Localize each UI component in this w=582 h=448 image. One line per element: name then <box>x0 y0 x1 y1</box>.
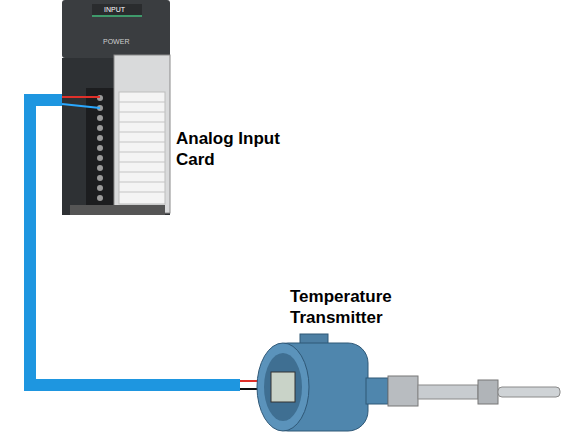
thermowell <box>498 387 560 397</box>
hex-fitting <box>388 376 418 406</box>
device-label: Temperature Transmitter <box>290 286 420 328</box>
extension-tube <box>418 385 478 399</box>
front-cover <box>257 343 309 431</box>
display-bezel <box>264 353 302 421</box>
device-node: Analog Input Card <box>62 0 312 215</box>
card-green-stripe <box>92 15 142 17</box>
card-top-housing <box>62 0 170 58</box>
device-label: Analog Input Card <box>176 128 306 170</box>
device-node: Temperature Transmitter <box>240 280 560 440</box>
module-label: INPUT <box>104 6 125 14</box>
red-wire <box>62 96 100 98</box>
analog-input-card-illustration <box>62 0 170 215</box>
module-label: POWER <box>103 38 129 46</box>
card-base <box>70 205 165 215</box>
card-label-strip <box>92 4 142 15</box>
temperature-transmitter-illustration <box>240 334 560 431</box>
blue-wire <box>62 104 100 108</box>
card-door <box>114 55 170 213</box>
terminal-label-card <box>119 92 165 204</box>
lcd-display <box>271 372 295 402</box>
housing-neck <box>366 378 388 404</box>
terminal-screws <box>97 95 103 201</box>
label-card-rows <box>119 102 165 192</box>
thermowell-hex <box>478 380 498 404</box>
